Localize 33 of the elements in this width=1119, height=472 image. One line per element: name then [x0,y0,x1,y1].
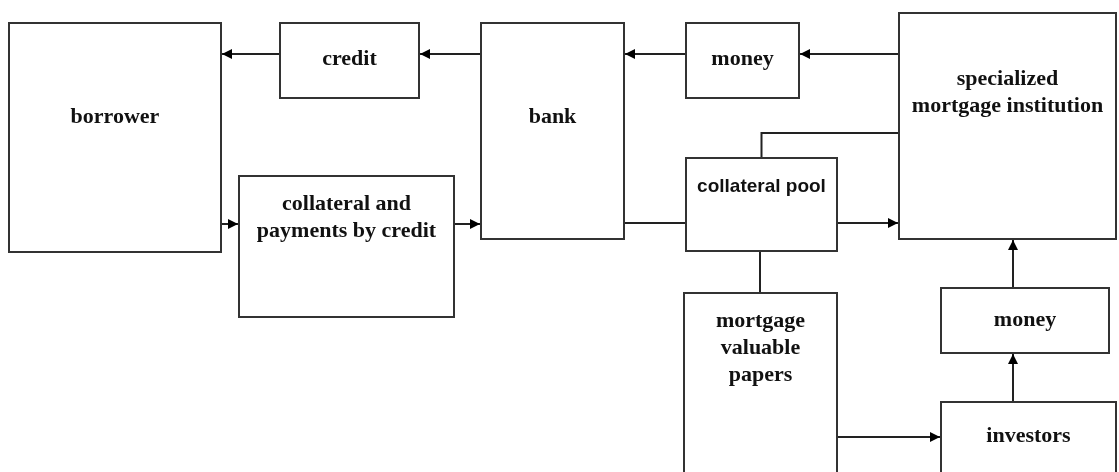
box-label: bank [528,102,577,130]
box-label: collateral pool [697,174,826,198]
arrow [221,49,280,59]
box-label: specialized mortgage institution [910,64,1105,119]
arrow [624,49,686,59]
arrow [837,218,899,228]
box-label: money [993,305,1057,333]
process-box [940,287,1110,354]
process-box [685,157,838,252]
box-label: borrower [70,102,160,130]
process-box [898,12,1117,240]
arrow [419,49,481,59]
box-label: money [711,44,774,72]
process-box [480,22,625,240]
connector-line [759,251,761,293]
arrow [799,49,899,59]
box-label: mortgage valuable papers [714,306,807,388]
process-box [279,22,420,99]
connector-line [760,132,899,158]
arrow [837,432,941,442]
arrow [1008,353,1018,402]
arrow [1008,239,1018,288]
process-box [683,292,838,472]
box-label: collateral and payments by credit [255,189,438,244]
arrow [221,219,239,229]
box-label: credit [322,44,377,72]
box-label: investors [986,421,1071,449]
process-box [8,22,222,253]
process-box [238,175,455,318]
connector-line [624,222,686,224]
process-box [685,22,800,99]
arrow [454,219,481,229]
process-box [940,401,1117,472]
